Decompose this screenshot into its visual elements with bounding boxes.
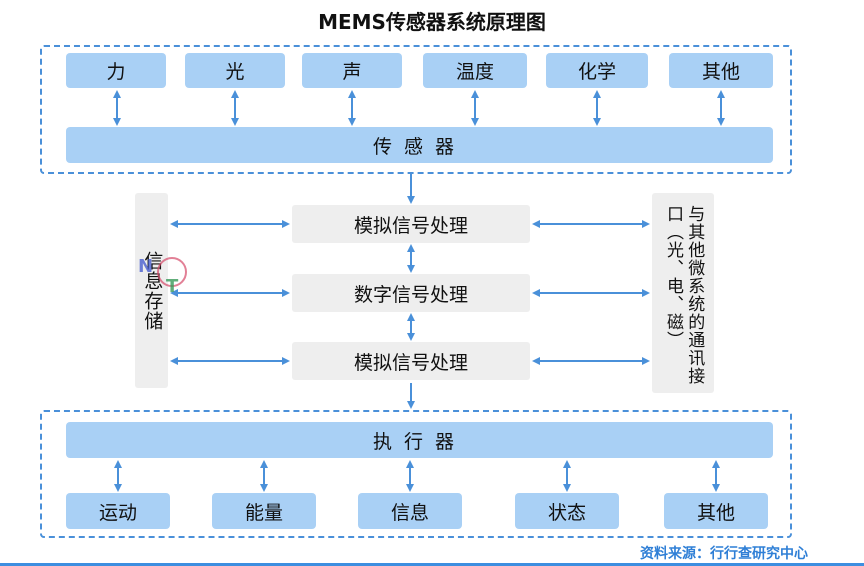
analog-processing-top: 模拟信号处理 (292, 205, 530, 243)
digital-processing: 数字信号处理 (292, 274, 530, 312)
output-information: 信息 (358, 493, 462, 529)
input-sound: 声 (302, 53, 402, 88)
communication-interface-label: 与其他微系统的通讯接口（光、电、磁） (663, 205, 705, 385)
bottom-divider (0, 563, 864, 566)
source-note: 资料来源：行行查研究中心 (640, 546, 808, 562)
svg-text:N: N (138, 256, 153, 277)
svg-text:T: T (166, 276, 179, 294)
input-temperature: 温度 (423, 53, 527, 88)
output-energy: 能量 (212, 493, 316, 529)
sensor-box: 传感器 (66, 127, 773, 163)
input-chemical: 化学 (546, 53, 648, 88)
input-force: 力 (66, 53, 166, 88)
output-other: 其他 (664, 493, 768, 529)
actuator-box: 执行器 (66, 422, 773, 458)
communication-interface-box: 与其他微系统的通讯接口（光、电、磁） (652, 193, 714, 393)
actuator-group (40, 410, 792, 538)
output-motion: 运动 (66, 493, 170, 529)
output-state: 状态 (515, 493, 619, 529)
input-other: 其他 (669, 53, 773, 88)
sensor-group (40, 45, 792, 174)
input-light: 光 (185, 53, 285, 88)
analog-processing-bottom: 模拟信号处理 (292, 342, 530, 380)
diagram-title: MEMS传感器系统原理图 (318, 10, 546, 34)
watermark-logo-icon: N T (138, 256, 187, 294)
